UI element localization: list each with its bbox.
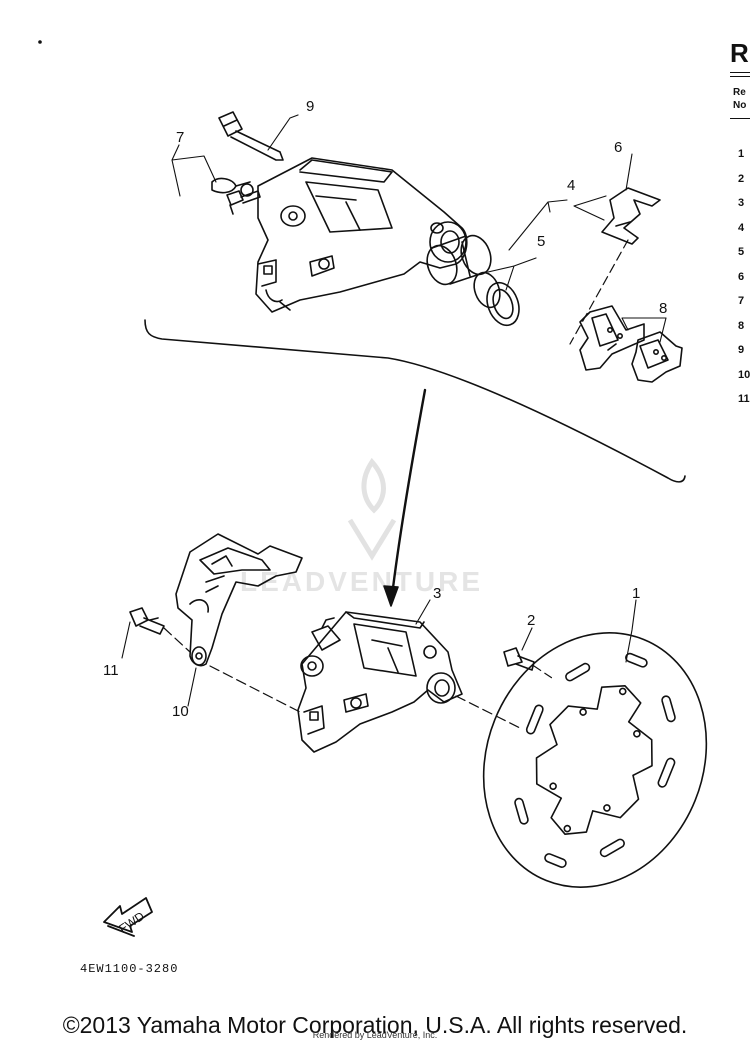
part-2-disc-bolt — [503, 647, 535, 671]
reference-header: Re No — [733, 86, 746, 112]
part-7-bleed-screw — [211, 177, 261, 215]
watermark-text: LEADVENTURE — [240, 566, 484, 597]
reference-number: 5 — [738, 246, 745, 258]
render-credit: Rendered by LeadVenture, Inc. — [312, 1030, 438, 1040]
reference-rule-top-2 — [730, 76, 750, 77]
callout-2: 2 — [527, 612, 535, 629]
copyright-notice: ©2013 Yamaha Motor Corporation, U.S.A. A… — [62, 1012, 688, 1038]
reference-number: 3 — [738, 197, 745, 209]
callout-5: 5 — [537, 233, 545, 250]
reference-number: 4 — [738, 221, 745, 234]
assembly-arrow — [390, 388, 427, 598]
reference-number: 7 — [738, 295, 745, 307]
callout-7: 7 — [176, 129, 184, 146]
callout-9: 9 — [306, 98, 314, 115]
callout-1: 1 — [632, 585, 640, 602]
part-11-bolt — [129, 607, 165, 635]
bracket-dash-line — [209, 665, 301, 713]
callout-10: 10 — [172, 703, 189, 720]
part-5-seals — [473, 271, 520, 327]
fwd-arrow-icon — [103, 897, 153, 937]
leaders-bottom — [121, 599, 637, 707]
reference-number: 2 — [738, 172, 745, 185]
callout-4: 4 — [567, 177, 575, 194]
diagram-code: 4EW1100-3280 — [80, 962, 179, 976]
reference-number: 8 — [738, 319, 745, 332]
bolt-2-dash-line — [533, 665, 553, 679]
reference-number: 10 — [738, 368, 750, 381]
reference-header-line1: Re — [733, 87, 746, 98]
pad-spring-dash-line — [569, 239, 629, 345]
part-8-brake-pads — [579, 305, 683, 383]
part-3-caliper-assembly — [297, 611, 463, 753]
group-bracket-line — [144, 319, 686, 483]
speck — [38, 40, 42, 44]
callout-3: 3 — [433, 585, 441, 602]
reference-title-fragment: R — [730, 38, 749, 68]
reference-number: 6 — [738, 270, 745, 283]
part-9-pin-bolt — [218, 111, 284, 161]
reference-number: 11 — [738, 393, 750, 405]
caliper-body-exploded — [255, 157, 468, 313]
caliper-disc-dash-line — [455, 695, 521, 729]
watermark-logo — [347, 457, 397, 561]
callout-6: 6 — [614, 139, 622, 156]
callout-11: 11 — [103, 662, 119, 679]
reference-header-line2: No — [733, 100, 747, 111]
assembly-arrowhead — [383, 585, 399, 607]
leaders-top — [171, 114, 667, 343]
part-6-pad-spring — [601, 187, 661, 245]
reference-rule-top — [730, 72, 750, 73]
reference-number: 1 — [738, 148, 745, 160]
reference-number: 9 — [738, 344, 745, 356]
callout-labels: 9 7 4 5 6 8 3 2 1 10 11 FWD — [103, 98, 667, 936]
part-1-brake-disc — [482, 632, 708, 888]
bolt-11-dash-line — [163, 627, 191, 653]
callout-8: 8 — [659, 300, 667, 317]
part-10-caliper-bracket — [175, 533, 303, 667]
reference-number-list: 1 2 3 4 5 6 7 8 9 10 11 — [738, 142, 750, 412]
reference-rule-header — [730, 118, 750, 119]
